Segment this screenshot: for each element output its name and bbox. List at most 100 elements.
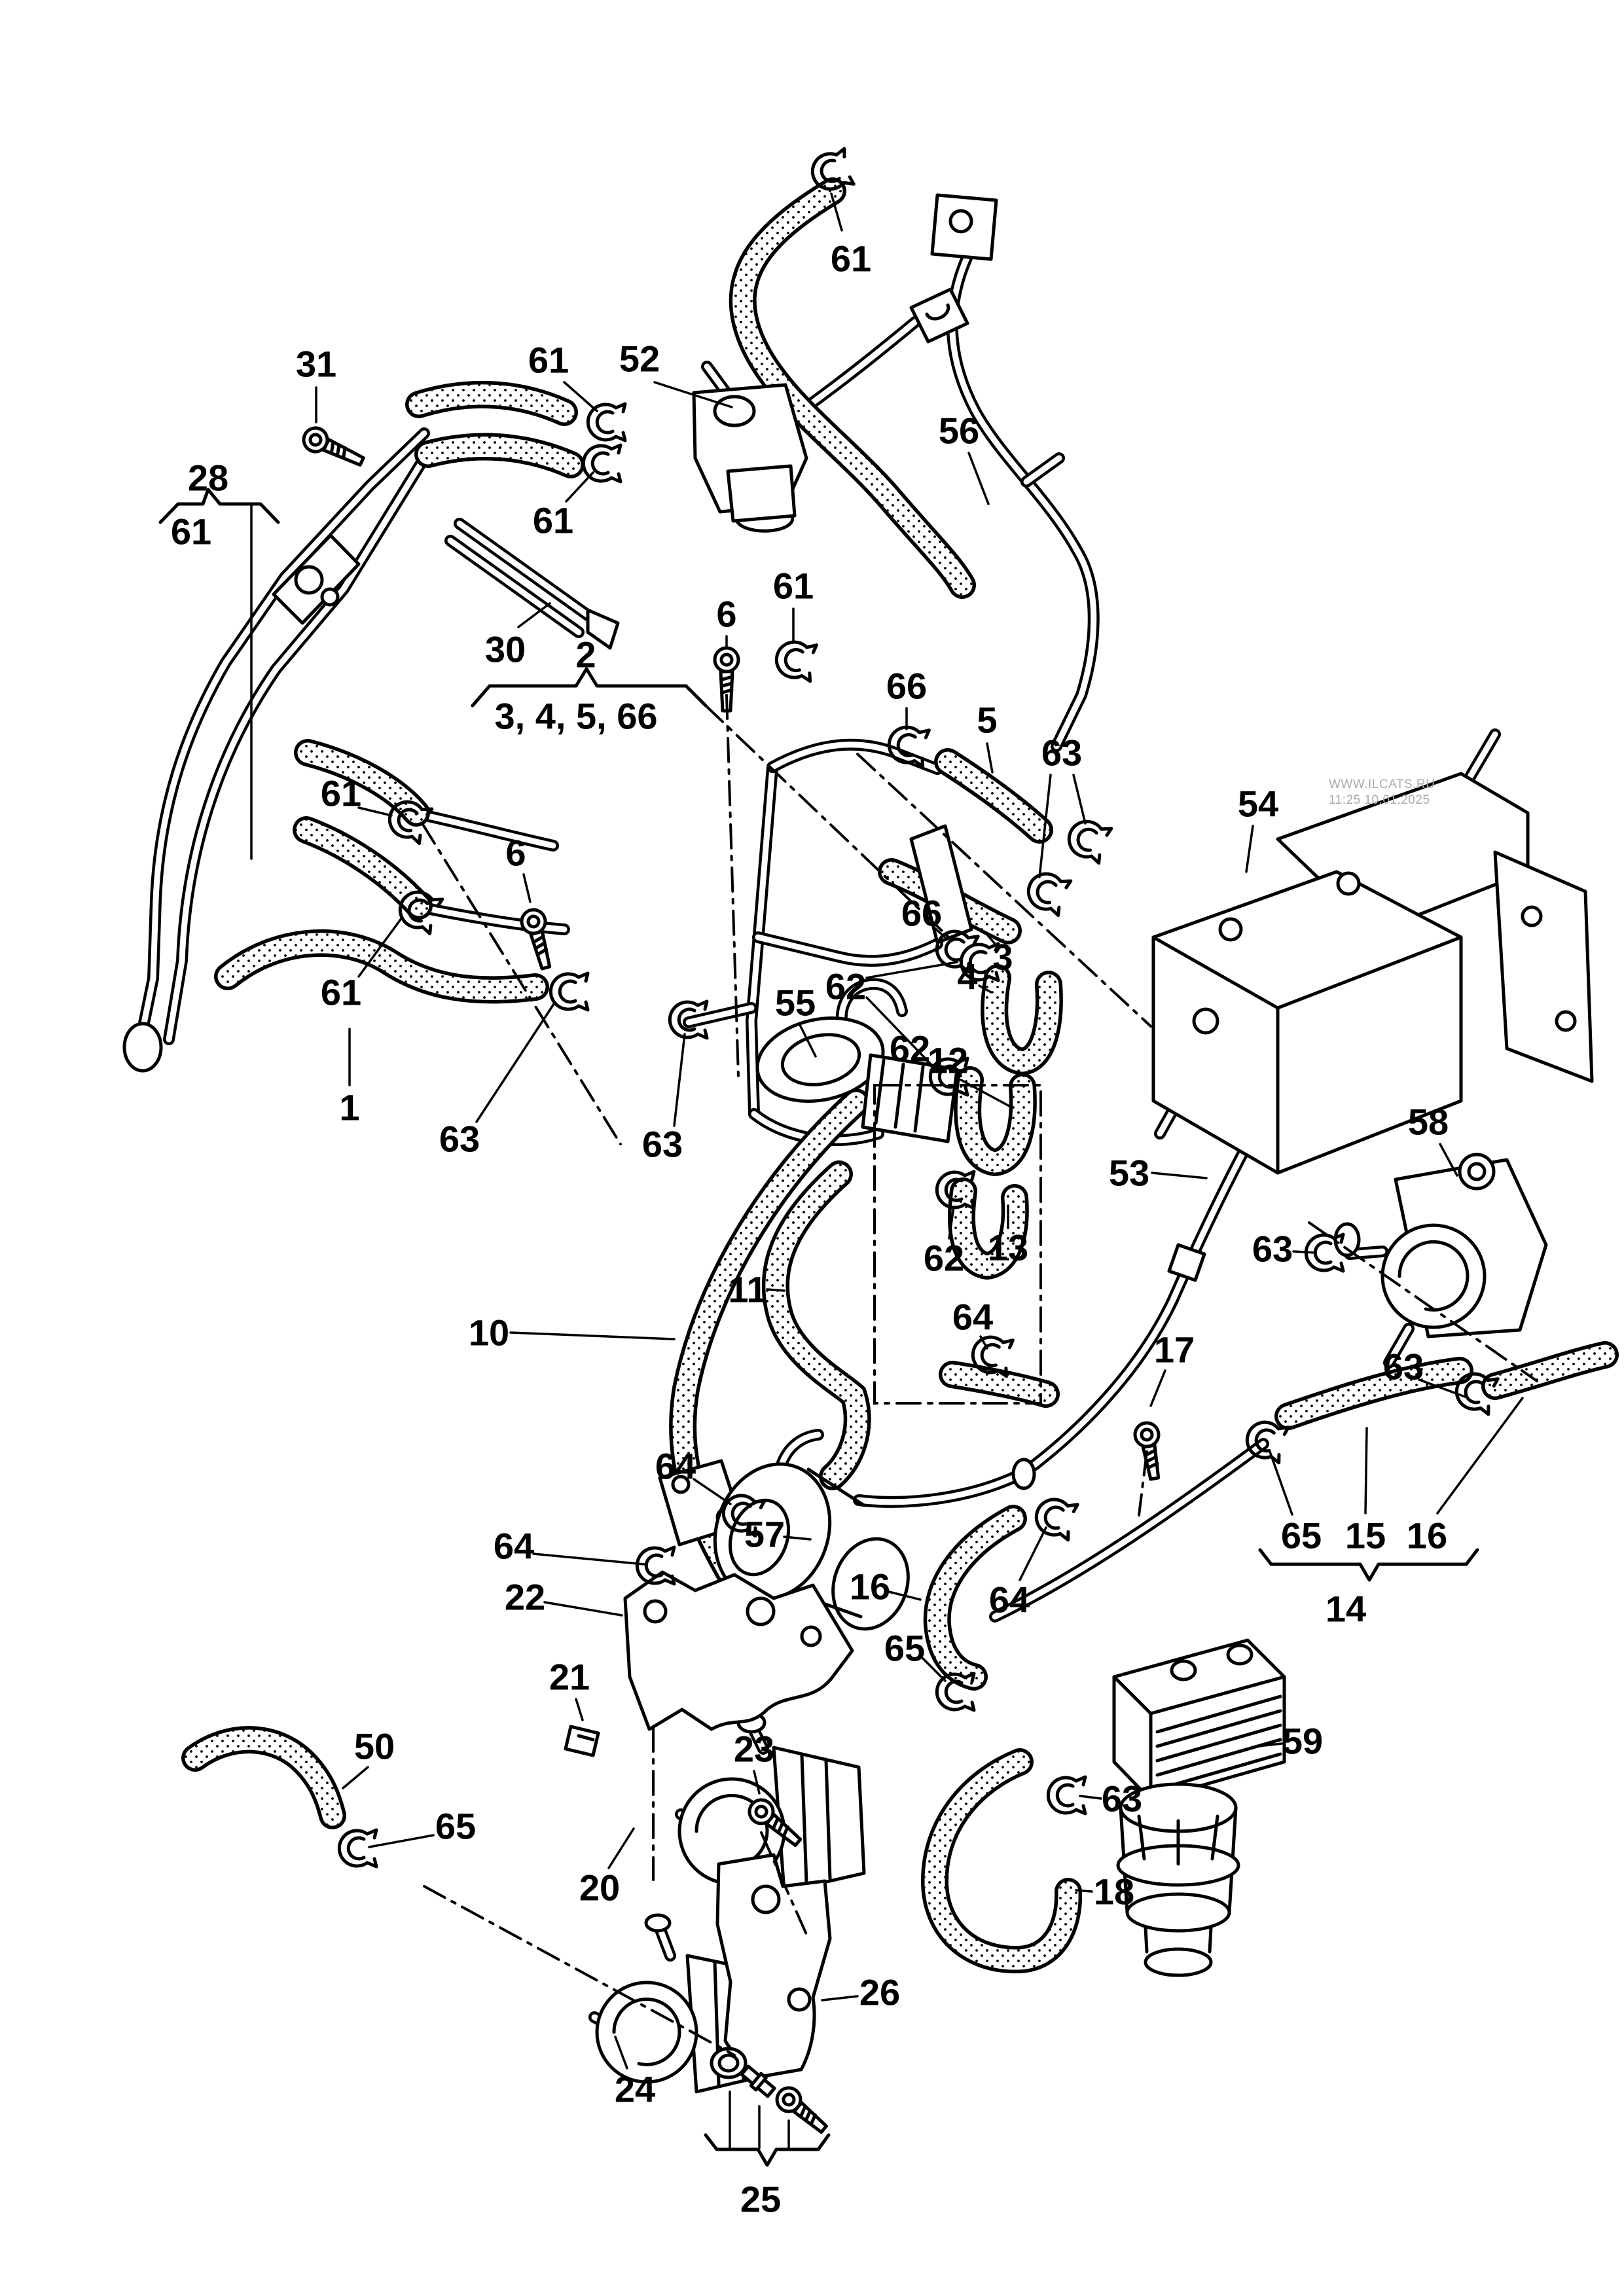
callout-11-39: 11 — [728, 1269, 767, 1310]
callout-61-leader-0 — [357, 806, 393, 817]
callout-28-6: 28 — [188, 457, 228, 499]
oil-cooler-59-shape-3 — [1170, 1659, 1197, 1681]
pipe-56 — [946, 251, 1100, 752]
pipe-15-metal — [989, 1438, 1269, 1623]
oil-cooler-59-shape-11 — [1137, 1814, 1219, 1866]
callout-55-25: 55 — [775, 982, 816, 1024]
coolant-regulator-57-shape-1 — [671, 1475, 691, 1494]
pipe-53-detail-shape-1 — [1167, 1243, 1206, 1282]
clamp-61-icon — [581, 443, 623, 484]
retaining-strip-30 — [444, 518, 620, 650]
hose-4-texture — [984, 967, 1060, 1072]
pipe-55-u — [835, 978, 908, 1035]
hose-28d — [293, 816, 433, 920]
callout-20-leader-0 — [607, 1827, 635, 1869]
clamp-61-icon — [810, 147, 856, 191]
callout-62-leader-0 — [948, 1206, 955, 1240]
hose-1 — [214, 929, 549, 1004]
callout-61-7: 61 — [171, 511, 211, 552]
callout-16-49: 16 — [1407, 1515, 1447, 1556]
callout-63-leader-0 — [1292, 1250, 1317, 1254]
pipe-61e-link-inner — [422, 812, 556, 849]
callout-24-60: 24 — [615, 2069, 655, 2110]
egr-valve-55-shape-3 — [874, 1058, 925, 1133]
callout-55-leader-0 — [799, 1024, 817, 1058]
pipe-28-b-inner — [166, 455, 427, 1043]
bracket-26-shape-1 — [751, 1884, 781, 1914]
hose-top-61 — [729, 177, 976, 599]
callout-20-55: 20 — [579, 1867, 620, 1909]
callout-59-leader-0 — [1257, 1742, 1283, 1748]
grommet-25-shape-1 — [717, 2053, 740, 2073]
hose-13-texture — [951, 1181, 1026, 1276]
callout-21-54: 21 — [549, 1657, 590, 1698]
clamp-64-icon — [971, 1335, 1015, 1378]
clamp-64-icon — [1034, 1498, 1079, 1542]
bracket-22 — [623, 1570, 854, 1731]
pipe-52-cable — [801, 316, 921, 413]
bolt-6-icon — [713, 646, 740, 713]
pipe-58-outlet-inner — [1386, 1325, 1412, 1366]
clamp-66-icon — [887, 725, 931, 768]
oil-cooler-59-shape-2 — [1155, 1695, 1282, 1791]
watermark-line2: 11:25 10.01.2025 — [1329, 793, 1430, 807]
oil-cooler-59-shape-9 — [1144, 1926, 1213, 1954]
callout-66-13: 66 — [886, 666, 927, 707]
callout-63-23: 63 — [439, 1119, 480, 1160]
callout-3, 4, 5, 66-10: 3, 4, 5, 66 — [494, 696, 657, 737]
hose-16-left-texture — [927, 1508, 1024, 1687]
callout-64-42: 64 — [494, 1526, 534, 1567]
pipe-2-trunk — [746, 761, 778, 1120]
callout-65-leader-0 — [1269, 1450, 1293, 1516]
watermark-line1: WWW.ILCATS.RU — [1329, 778, 1435, 791]
hose-5-texture — [937, 751, 1050, 840]
callout-11-leader-0 — [766, 1288, 785, 1292]
hose-13 — [948, 1177, 1029, 1280]
pipe-53-detail-shape-2 — [1011, 1458, 1036, 1490]
callout-61-0: 61 — [831, 238, 871, 279]
hose-18 — [920, 1748, 1083, 1974]
pipe-56-bracket — [930, 193, 998, 261]
clamp-63-icon — [549, 971, 590, 1012]
callout-63-leader-0 — [1418, 1378, 1466, 1398]
bolt-6-icon — [520, 908, 552, 971]
callout-58-leader-0 — [1439, 1143, 1458, 1177]
callout-23-leader-0 — [753, 1770, 761, 1795]
pipe-28-detail-shape-0 — [122, 1022, 163, 1073]
pipe-28-detail-shape-2 — [294, 565, 324, 595]
hose-28d-texture — [296, 819, 429, 916]
hose-16-right — [1481, 1341, 1619, 1400]
callout-64-leader-0 — [979, 1335, 988, 1350]
callout-56-5: 56 — [939, 410, 979, 452]
callout-65-leader-0 — [368, 1834, 435, 1848]
bracket-2-group — [471, 667, 708, 708]
hose-50-texture — [185, 1729, 343, 1826]
bolt-23-icon — [748, 1798, 803, 1848]
clamp-66-icon — [935, 929, 980, 974]
pipe-56-inner — [949, 253, 1097, 749]
hose-64-stub-texture — [942, 1364, 1056, 1405]
callout-50-leader-0 — [342, 1766, 369, 1789]
hose-4 — [981, 964, 1063, 1076]
callout-24-leader-0 — [614, 2036, 628, 2070]
hose-1-texture — [217, 933, 546, 1000]
bracket-26 — [715, 1853, 832, 2080]
pipe-28-detail-shape-3 — [320, 587, 340, 607]
callout-54-leader-0 — [1245, 825, 1254, 873]
clamp-63-icon — [1026, 872, 1073, 918]
pipe-28-a — [132, 427, 430, 1061]
callout-57-41: 57 — [744, 1514, 785, 1555]
clamp-63-icon — [1046, 1775, 1087, 1816]
callout-16-44: 16 — [850, 1566, 890, 1607]
coolant-pump-58-shape-4 — [1467, 1162, 1487, 1181]
callout-26-leader-0 — [821, 1995, 859, 2001]
clamp-61-icon — [774, 640, 818, 683]
pipe-52-cable-inner — [803, 319, 918, 410]
clamp-63-icon — [668, 999, 709, 1040]
callout-6-17: 6 — [505, 833, 526, 874]
pipe-24-inlet — [654, 1922, 676, 1962]
callout-12-28: 12 — [928, 1040, 968, 1081]
hose-28c-texture — [297, 742, 427, 823]
